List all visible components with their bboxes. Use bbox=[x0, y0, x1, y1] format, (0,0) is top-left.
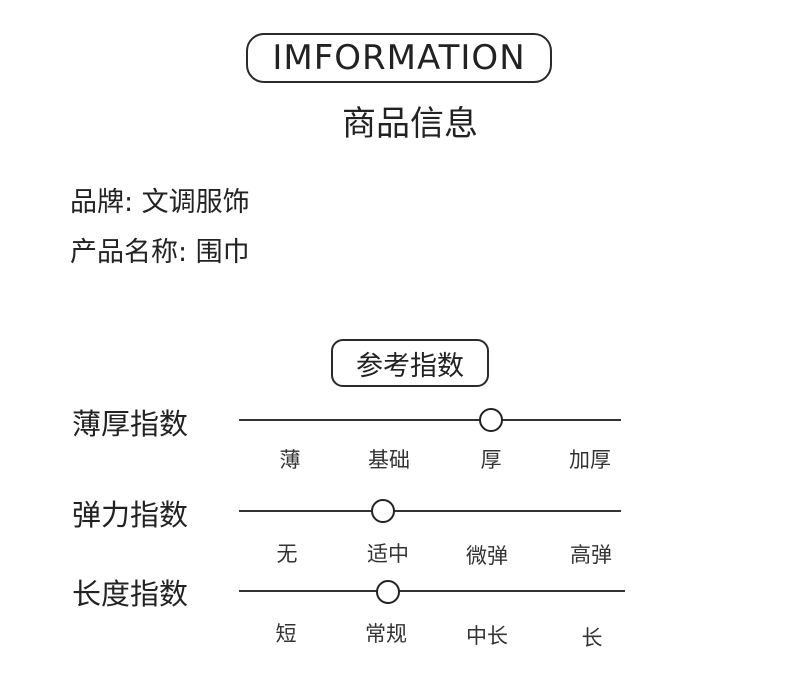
elasticity-index-label: 弹力指数 bbox=[72, 498, 189, 532]
thickness-option-thin: 薄 bbox=[279, 448, 301, 472]
thickness-index-label: 薄厚指数 bbox=[72, 407, 189, 441]
length-index-track bbox=[239, 590, 625, 592]
length-option-short: 短 bbox=[275, 622, 297, 646]
elasticity-option-moderate: 适中 bbox=[367, 542, 409, 566]
thickness-option-thick: 厚 bbox=[480, 448, 502, 472]
reference-index-title: 参考指数 bbox=[331, 339, 489, 387]
length-index-row: 长度指数 短 常规 中长 长 bbox=[0, 568, 790, 650]
thickness-option-extra-thick: 加厚 bbox=[569, 448, 611, 472]
thickness-index-row: 薄厚指数 薄 基础 厚 加厚 bbox=[0, 395, 790, 475]
elasticity-option-high: 高弹 bbox=[570, 543, 612, 567]
length-index-label: 长度指数 bbox=[72, 577, 189, 611]
length-option-mid-length: 中长 bbox=[466, 624, 508, 648]
elasticity-index-track bbox=[239, 510, 621, 512]
thickness-option-basic: 基础 bbox=[368, 448, 410, 472]
product-name-line: 产品名称: 围巾 bbox=[70, 237, 250, 268]
elasticity-index-row: 弹力指数 无 适中 微弹 高弹 bbox=[0, 487, 790, 568]
brand-line: 品牌: 文调服饰 bbox=[70, 187, 250, 218]
elasticity-option-none: 无 bbox=[276, 542, 298, 566]
elasticity-index-knob bbox=[371, 499, 395, 523]
information-title: IMFORMATION bbox=[246, 33, 552, 83]
thickness-index-knob bbox=[479, 408, 503, 432]
thickness-index-track bbox=[239, 419, 621, 421]
length-option-regular: 常规 bbox=[365, 622, 407, 646]
elasticity-option-slight: 微弹 bbox=[466, 544, 508, 568]
length-option-long: 长 bbox=[581, 626, 603, 650]
length-index-knob bbox=[376, 580, 400, 604]
product-info-heading: 商品信息 bbox=[342, 104, 478, 144]
